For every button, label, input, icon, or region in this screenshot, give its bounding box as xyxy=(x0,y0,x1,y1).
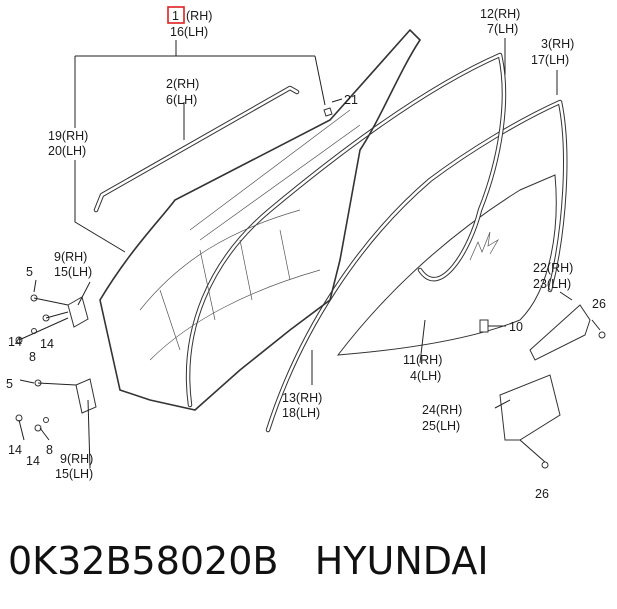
label-1-rh: (RH) xyxy=(186,9,212,23)
label-5-upper: 5 xyxy=(26,265,33,279)
door-panel xyxy=(99,28,422,411)
part-number: 0K32B58020B xyxy=(8,539,279,583)
parts-diagram: 1 (RH) 16(LH) 2(RH) 6(LH) 21 12(RH) 7(LH… xyxy=(6,6,606,501)
label-15-upper: 15(LH) xyxy=(54,265,92,279)
label-13: 13(RH) xyxy=(282,391,322,405)
label-18: 18(LH) xyxy=(282,406,320,420)
leader-lines xyxy=(18,38,558,469)
bolt-leaders xyxy=(18,297,77,386)
label-14-c: 14 xyxy=(8,443,22,457)
label-1: 1 xyxy=(172,9,179,23)
hinge-upper xyxy=(67,296,89,328)
label-24: 24(RH) xyxy=(422,403,462,417)
clip-21 xyxy=(323,107,333,117)
label-14-a: 14 xyxy=(8,335,22,349)
label-17: 17(LH) xyxy=(531,53,569,67)
hinge-lower xyxy=(75,378,97,414)
label-25: 25(LH) xyxy=(422,419,460,433)
label-16: 16(LH) xyxy=(170,25,208,39)
label-23: 23(LH) xyxy=(533,277,571,291)
label-14-d: 14 xyxy=(26,454,40,468)
label-12: 12(RH) xyxy=(480,7,520,21)
label-8-a: 8 xyxy=(29,350,36,364)
label-4: 4(LH) xyxy=(410,369,441,383)
window-glass xyxy=(336,174,557,356)
bracket-22-23 xyxy=(529,304,591,361)
label-26-a: 26 xyxy=(592,297,606,311)
label-9-lower: 9(RH) xyxy=(60,452,93,466)
label-10: 10 xyxy=(509,320,523,334)
bracket-19-20 xyxy=(74,40,326,253)
label-8-b: 8 xyxy=(46,443,53,457)
cover-24-25 xyxy=(499,374,561,441)
label-11: 11(RH) xyxy=(403,353,442,367)
label-3: 3(RH) xyxy=(541,37,574,51)
label-22: 22(RH) xyxy=(533,261,573,275)
clip-10 xyxy=(479,319,489,333)
label-6: 6(LH) xyxy=(166,93,197,107)
label-21: 21 xyxy=(344,93,358,107)
label-5-lower: 5 xyxy=(6,377,13,391)
label-7: 7(LH) xyxy=(487,22,518,36)
label-20: 20(LH) xyxy=(48,144,86,158)
highlight-box xyxy=(167,6,185,24)
label-9-upper: 9(RH) xyxy=(54,250,87,264)
label-26-b: 26 xyxy=(535,487,549,501)
label-19: 19(RH) xyxy=(48,129,88,143)
label-15-lower: 15(LH) xyxy=(55,467,93,481)
label-2: 2(RH) xyxy=(166,77,199,91)
label-14-b: 14 xyxy=(40,337,54,351)
brand-name: HYUNDAI xyxy=(314,539,489,583)
caption: 0K32B58020B HYUNDAI xyxy=(8,536,608,596)
glass-mark xyxy=(469,231,499,261)
